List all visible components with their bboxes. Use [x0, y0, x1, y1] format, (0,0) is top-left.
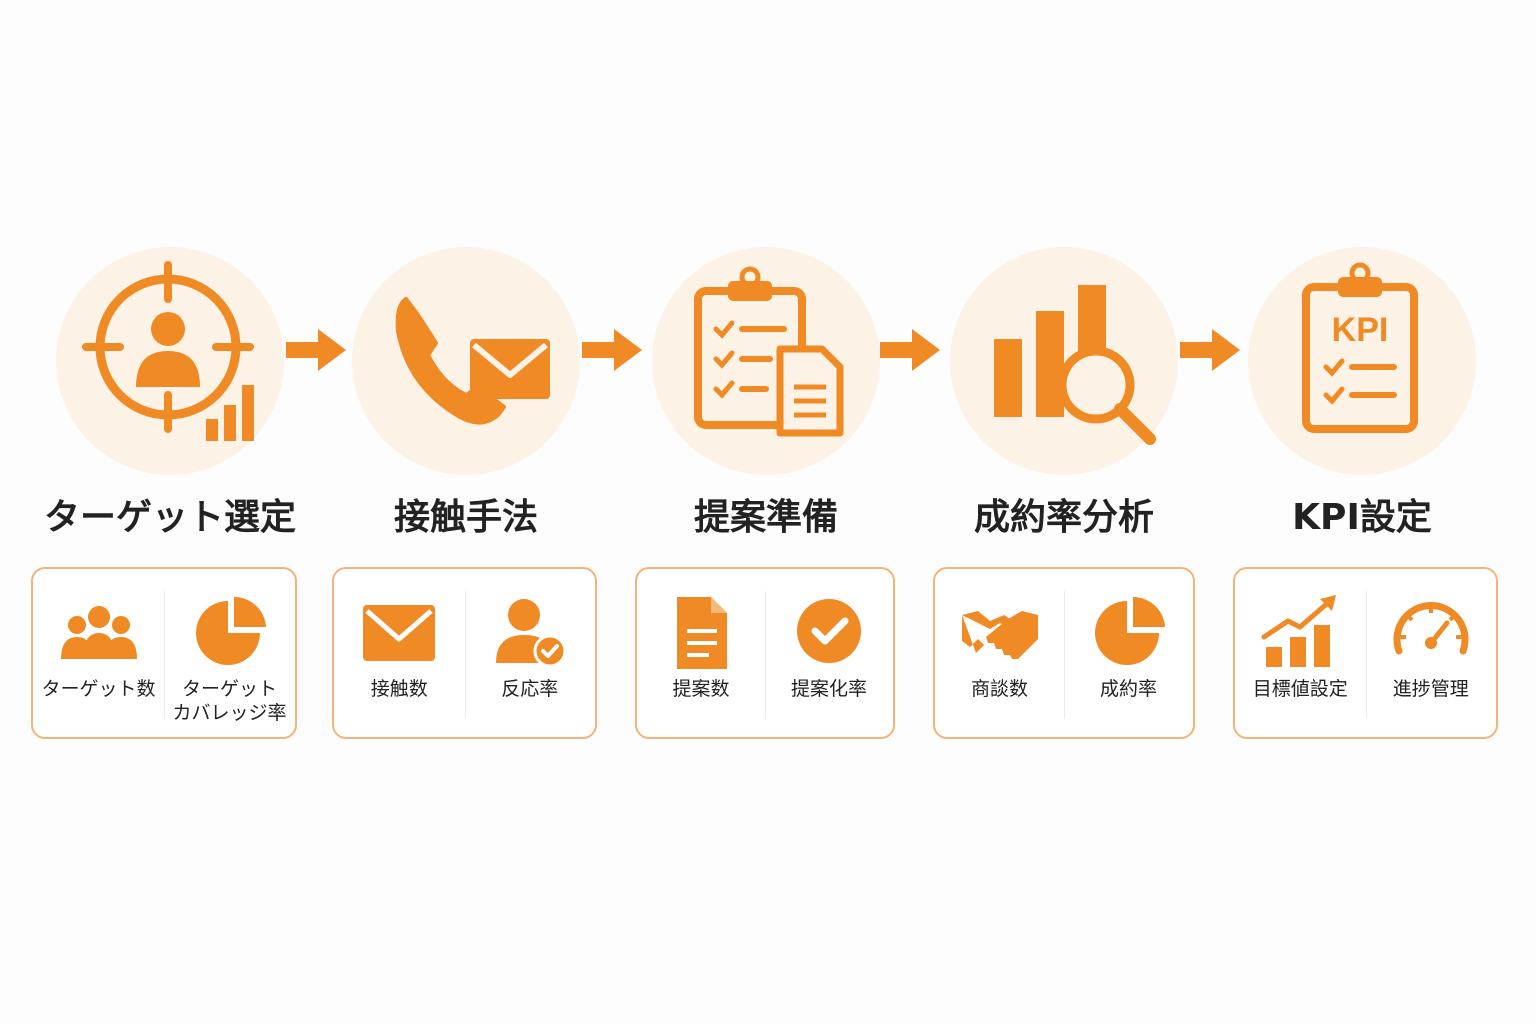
step-4-icon-circle [950, 247, 1178, 475]
metric-proposal-rate: 提案化率 [765, 569, 893, 737]
card-divider [1064, 591, 1065, 719]
step-2-title: 接触手法 [393, 497, 538, 538]
step-3-metrics-card: 提案数 提案化率 [635, 567, 895, 739]
metric-response-rate: 反応率 [465, 569, 596, 737]
arrow-right-icon [880, 329, 940, 371]
metric-label: 提案数 [672, 678, 730, 700]
step-5-icon-circle: KPI [1248, 247, 1476, 475]
metric-label: 接触数 [370, 678, 428, 700]
step-5-metrics-card: 目標値設定 進捗管理 [1233, 567, 1498, 739]
target-person-icon [82, 261, 254, 441]
clipboard-checklist-icon [694, 266, 844, 437]
metric-proposal-count: 提案数 [637, 569, 765, 737]
step-5-title: KPI設定 [1292, 497, 1432, 538]
metric-label: 進捗管理 [1392, 678, 1469, 700]
metric-label: ターゲット数 [41, 678, 156, 700]
people-group-icon [60, 606, 137, 659]
metric-target-coverage: ターゲット カバレッジ率 [164, 569, 295, 737]
card-divider [1365, 591, 1367, 719]
pie-chart-icon [195, 596, 266, 665]
growth-chart-icon [1261, 595, 1337, 667]
arrow-right-icon [1180, 329, 1240, 371]
step-4-title: 成約率分析 [973, 497, 1154, 538]
step-3-title: 提案準備 [693, 497, 838, 538]
metric-close-rate: 成約率 [1064, 569, 1193, 737]
step-3-icon-circle [652, 247, 880, 475]
bar-chart-magnifier-icon [994, 285, 1156, 445]
card-divider [765, 591, 766, 719]
step-1-icon-circle [56, 247, 284, 475]
metric-label: 成約率 [1099, 678, 1157, 700]
check-circle-icon [797, 599, 861, 663]
metric-label: 目標値設定 [1252, 678, 1348, 700]
metric-target-setting: 目標値設定 [1235, 569, 1366, 737]
step-2-metrics-card: 接触数 反応率 [332, 567, 597, 739]
step-2-icon-circle [352, 247, 580, 475]
step-4-metrics-card: 商談数 成約率 [933, 567, 1195, 739]
document-icon [677, 597, 727, 669]
step-1-title: ターゲット選定 [43, 497, 296, 538]
phone-mail-icon [395, 297, 550, 425]
card-divider [464, 591, 466, 719]
handshake-icon [961, 611, 1038, 659]
step-1-metrics-card: ターゲット数 ターゲット カバレッジ率 [31, 567, 297, 739]
metric-deal-count: 商談数 [935, 569, 1064, 737]
metric-label: ターゲット カバレッジ率 [172, 678, 287, 724]
arrow-right-icon [286, 329, 346, 371]
pie-chart-icon [1094, 596, 1165, 665]
metric-progress-management: 進捗管理 [1366, 569, 1497, 737]
arrow-right-icon [582, 329, 642, 371]
kpi-icon-text: KPI [1332, 311, 1389, 349]
gauge-icon [1393, 602, 1469, 655]
metric-label: 提案化率 [790, 678, 867, 700]
metric-label: 反応率 [501, 678, 559, 700]
metric-target-count: ターゲット数 [33, 569, 164, 737]
user-check-icon [495, 599, 567, 668]
kpi-clipboard-icon: KPI [1302, 262, 1418, 433]
metric-label: 商談数 [970, 678, 1028, 700]
metric-contact-count: 接触数 [334, 569, 465, 737]
envelope-icon [363, 605, 436, 661]
card-divider [164, 591, 165, 719]
